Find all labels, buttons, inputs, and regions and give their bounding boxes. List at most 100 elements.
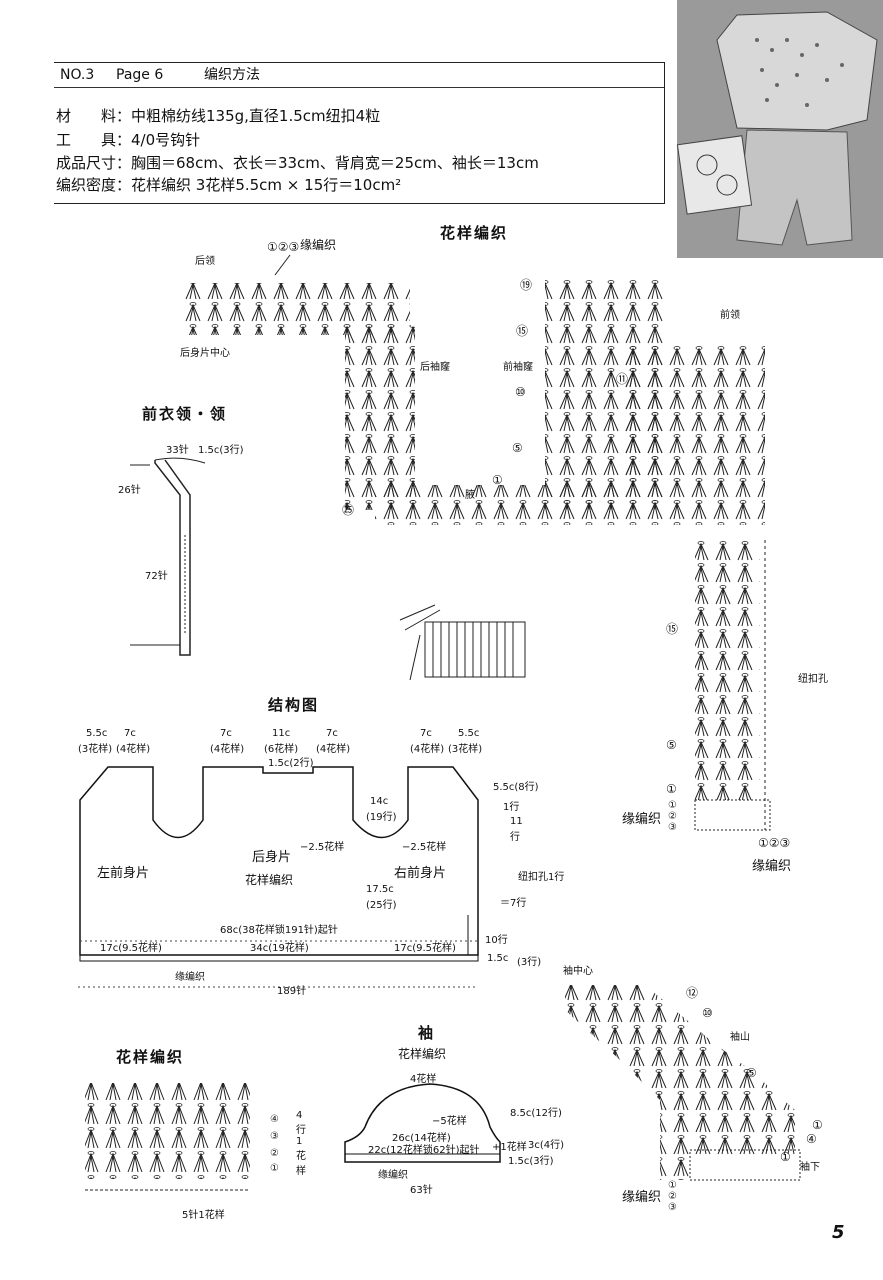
dim-5b: (4花样) xyxy=(316,744,351,755)
dim-6b: (4花样) xyxy=(410,744,445,755)
materials-line: 材 料：中粗棉纺线135g,直径1.5cm纽扣4粒 xyxy=(56,107,381,125)
row-10: ⑩ xyxy=(515,385,526,399)
stitch-illustration xyxy=(399,604,526,681)
body-dim: 17.5c xyxy=(366,884,394,895)
dim-6a: 7c xyxy=(420,728,432,739)
edge-label: 缘编织 xyxy=(175,972,205,983)
underarm-label: 腋 xyxy=(465,490,475,501)
buttonhole-label: 纽扣孔 xyxy=(798,674,828,685)
row-5: ⑤ xyxy=(512,441,523,455)
dim-7b: (3花样) xyxy=(448,744,483,755)
pattern-number: NO.3 xyxy=(60,67,95,83)
page-ref: Page 6 xyxy=(116,67,164,83)
small-pattern-title: 花样编织 xyxy=(116,1048,185,1066)
strip-edge-rows: ①②③ xyxy=(758,836,791,850)
sleeve-row-5: ⑤ xyxy=(746,1066,757,1080)
dim-4a: 11c xyxy=(272,728,291,739)
small-pattern-chart xyxy=(85,1083,250,1191)
collar-rows: 1.5c(3行) xyxy=(198,445,244,456)
structure-outline xyxy=(78,766,479,988)
sleeve-cap-label: 袖山 xyxy=(730,1032,750,1043)
main-pattern-title: 花样编织 xyxy=(440,224,509,242)
collar-26: 26针 xyxy=(118,485,141,496)
small-row-3: ③ xyxy=(270,1131,279,1142)
r-11: 11 xyxy=(510,816,523,827)
buttonhole-row: 纽扣孔1行 xyxy=(518,872,565,883)
back-neck-label: 后领 xyxy=(195,256,215,267)
tools-line: 工 具：4/0号钩针 xyxy=(56,131,201,149)
r-15: 1.5c xyxy=(487,953,509,964)
seg-right: 17c(9.5花样) xyxy=(394,943,456,954)
dim-4b: (6花样) xyxy=(264,744,299,755)
main-crochet-chart xyxy=(185,254,765,525)
sleeve-h85: 8.5c(12行) xyxy=(510,1108,562,1119)
back-armhole-label: 后袖窿 xyxy=(420,362,450,373)
r-3: (3行) xyxy=(517,957,542,968)
front-strip-chart xyxy=(694,540,771,831)
strip-edge-2: ② xyxy=(668,811,677,822)
row-25: ㉕ xyxy=(342,503,355,517)
dim-7a: 5.5c xyxy=(458,728,480,739)
dim-5a: 7c xyxy=(326,728,338,739)
strip-edge-label: 缘编织 xyxy=(622,812,662,827)
sleeve-dec: −5花样 xyxy=(432,1116,467,1127)
small-repeat: 4行1花样 xyxy=(296,1110,306,1177)
sleeve-w26: 26c(14花样) xyxy=(392,1133,451,1144)
row-19: ⑲ xyxy=(520,278,533,292)
header-title-bar: NO.3 Page 6 编织方法 xyxy=(54,63,664,88)
dim-1b: (3花样) xyxy=(78,744,113,755)
back-pattern-label: 花样编织 xyxy=(245,873,294,887)
r-55: 5.5c(8行) xyxy=(493,782,539,793)
r-10: 10行 xyxy=(485,935,508,946)
r-7: ＝7行 xyxy=(500,898,527,909)
sleeve-top: 4花样 xyxy=(410,1074,437,1085)
seg-left: 17c(9.5花样) xyxy=(100,943,162,954)
sleeve-outline xyxy=(344,1083,501,1163)
edge-rows-top: ①②③ xyxy=(267,240,300,254)
seg-mid: 34c(19花样) xyxy=(250,943,309,954)
row-15: ⑮ xyxy=(516,324,529,338)
dim-1a: 5.5c xyxy=(86,728,108,739)
sleeve-inc: +1花样 xyxy=(492,1142,527,1153)
sleeve-pattern-chart xyxy=(565,985,801,1181)
page-number: 5 xyxy=(832,1222,845,1243)
sleeve-under-label: 袖下 xyxy=(800,1162,820,1173)
sleeve-edge-3: ③ xyxy=(668,1202,677,1213)
row-11: ⑪ xyxy=(616,372,629,386)
sleeve-row-1b: ① xyxy=(780,1150,791,1164)
small-row-2: ② xyxy=(270,1148,279,1159)
right-front-label: 右前身片 xyxy=(394,866,447,881)
dec-right: −2.5花样 xyxy=(402,842,447,853)
header-box: NO.3 Page 6 编织方法 材 料：中粗棉纺线135g,直径1.5cm纽扣… xyxy=(54,62,665,204)
back-center-label: 后身片中心 xyxy=(180,348,230,359)
dim-3b: (4花样) xyxy=(210,744,245,755)
strip-row-1: ① xyxy=(666,782,677,796)
strip-edge-label-2: 缘编织 xyxy=(752,859,792,874)
strip-row-15: ⑮ xyxy=(666,622,679,636)
sleeve-w22: 22c(12花样锁62针)起针 xyxy=(368,1145,480,1156)
body-rows: (25行) xyxy=(366,900,397,911)
gauge-line: 编织密度：花样编织 3花样5.5cm × 15行＝10cm² xyxy=(56,176,402,194)
size-line: 成品尺寸：胸围＝68cm、衣长＝33cm、背肩宽＝25cm、袖长＝13cm xyxy=(56,154,539,172)
collar-72: 72针 xyxy=(145,571,168,582)
sleeve-row-1: ① xyxy=(812,1118,823,1132)
total-stitches: 189针 xyxy=(277,986,307,997)
sleeve-edge-2: ② xyxy=(668,1191,677,1202)
small-row-4: ④ xyxy=(270,1114,279,1125)
left-front-label: 左前身片 xyxy=(97,866,150,881)
row-1: ① xyxy=(492,473,503,487)
r-1: 1行 xyxy=(503,802,520,813)
sleeve-subtitle: 花样编织 xyxy=(398,1047,447,1061)
edge-label-top: 缘编织 xyxy=(300,238,337,252)
sleeve-center-label: 袖中心 xyxy=(563,966,593,977)
sleeve-count: 63针 xyxy=(410,1185,433,1196)
sleeve-edge-1: ① xyxy=(668,1180,677,1191)
sleeve-title: 袖 xyxy=(418,1024,436,1042)
chain-label: 68c(38花样锁191针)起针 xyxy=(220,925,338,936)
back-label: 后身片 xyxy=(252,850,292,865)
small-row-1: ① xyxy=(270,1163,279,1174)
sleeve-h3: 3c(4行) xyxy=(528,1140,565,1151)
photo-illustration xyxy=(677,0,883,258)
header-title: 编织方法 xyxy=(204,67,260,83)
front-collar-diagram xyxy=(130,457,206,656)
